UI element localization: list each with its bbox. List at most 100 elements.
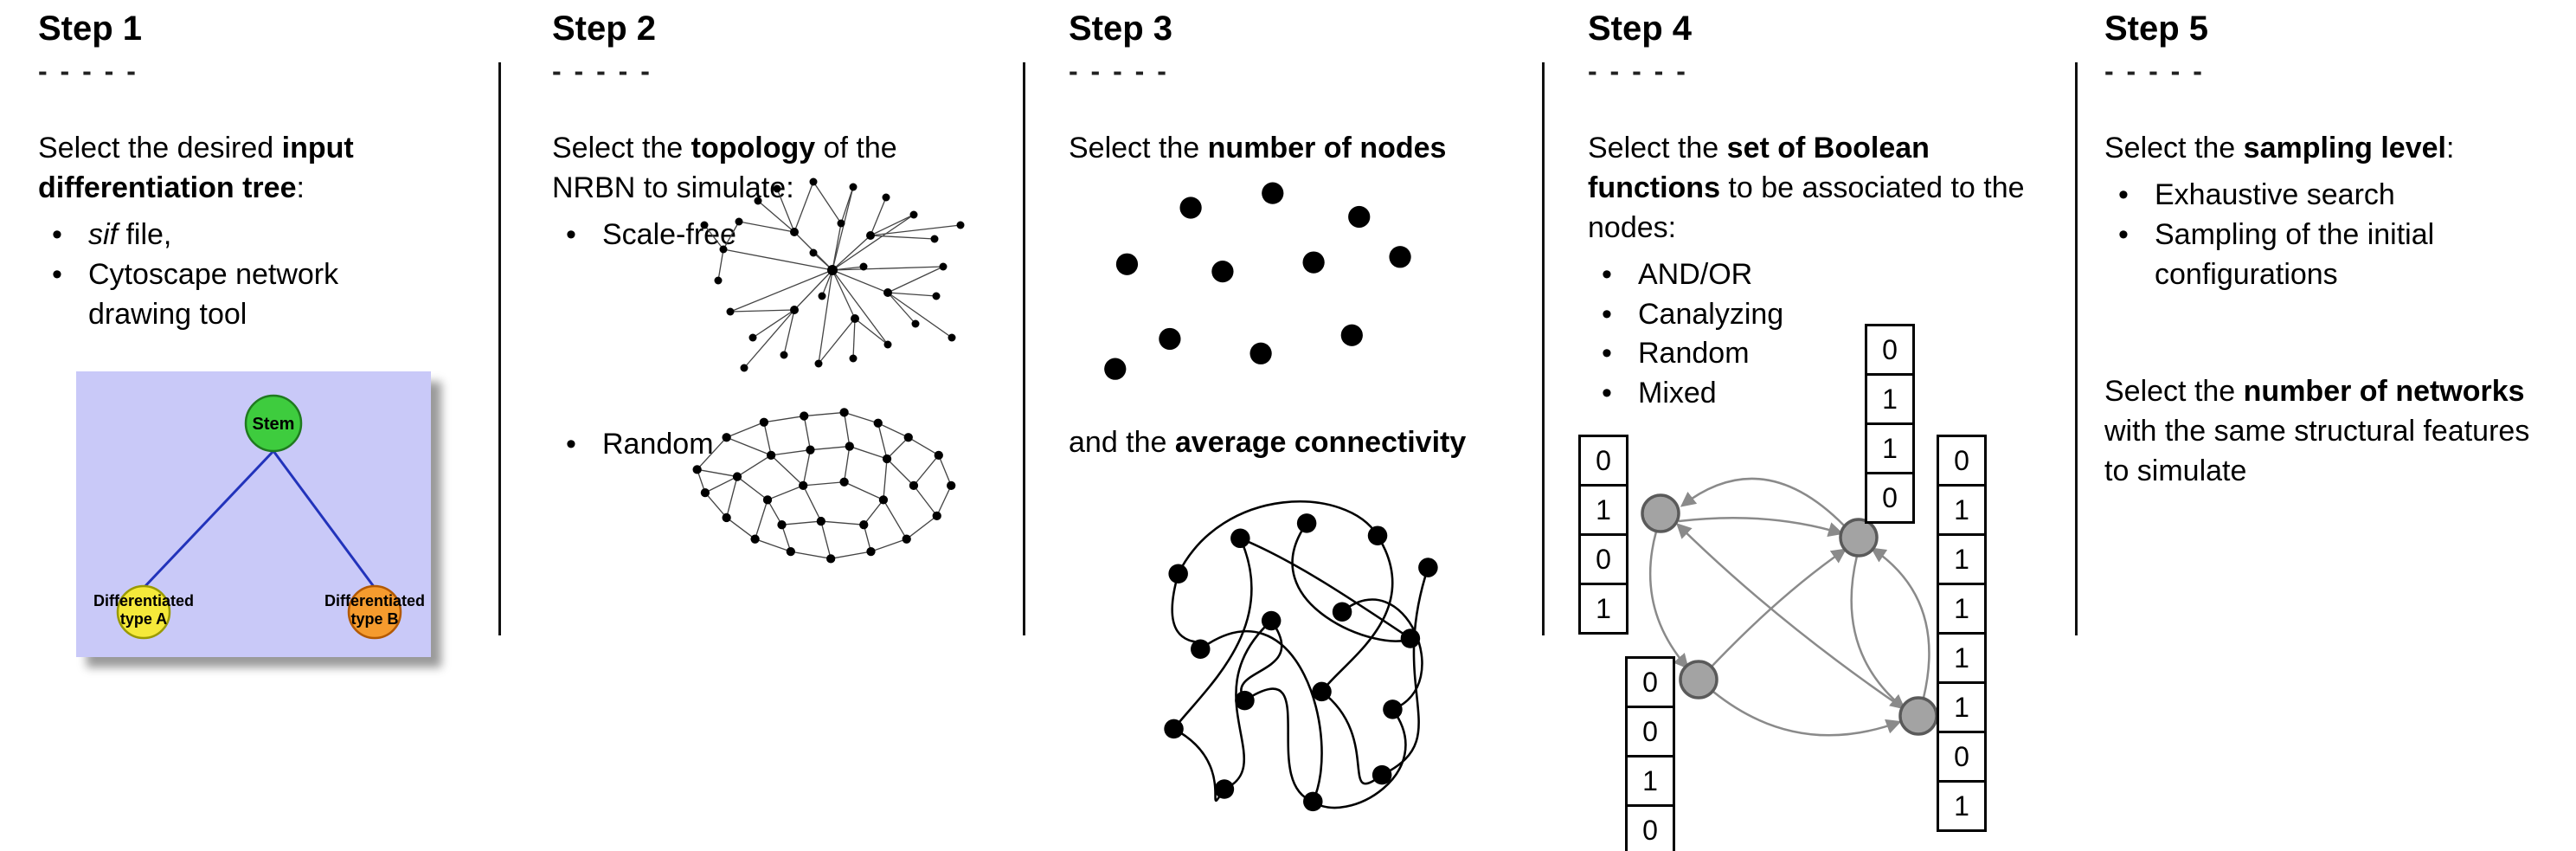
truth-table-cell: 0: [1625, 656, 1675, 708]
step2-intro-post: of the NRBN to simulate:: [552, 132, 897, 204]
bullet-and-or: AND/OR: [1588, 255, 2033, 295]
truth-table-bottom: 0 0 1 0: [1625, 656, 1675, 851]
connectivity-svg: [1164, 500, 1438, 812]
bullet-exhaustive-search: Exhaustive search: [2104, 176, 2537, 216]
step3-mid-bold: average connectivity: [1174, 426, 1467, 459]
bullet-random: Random: [552, 425, 985, 465]
scale-free-network-figure: [692, 173, 969, 385]
step1-intro-pre: Select the desired: [38, 132, 282, 164]
differentiation-tree-svg: Stem Differentiated type A Differentiate…: [76, 371, 431, 657]
node-cloud-dots: [1104, 182, 1411, 380]
tree-labels: Stem Differentiated type A Differentiate…: [93, 415, 425, 628]
step5-para2-pre: Select the: [2104, 375, 2244, 408]
type-a-label-line2: type A: [120, 610, 167, 628]
type-b-label-line1: Differentiated: [324, 592, 425, 609]
bullet-random-functions: Random: [1588, 334, 2033, 374]
column-divider-4: [2075, 62, 2078, 635]
differentiation-tree-figure: Stem Differentiated type A Differentiate…: [76, 371, 431, 657]
differentiated-type-b-node: [347, 584, 402, 640]
bullet-scale-free: Scale-free: [552, 216, 985, 255]
truth-table-cell: 0: [1578, 533, 1628, 585]
step5-intro-bold: sampling level: [2243, 132, 2446, 164]
connectivity-edges: [1171, 500, 1429, 809]
random-network-nodes: [692, 408, 956, 564]
connectivity-figure: [1116, 472, 1488, 844]
boolean-network-figure: 0 1 0 1 0 1 1 0 0 1 1 1 1 1 0 1 0 0 1 0: [1577, 313, 2022, 851]
boolean-network-edges: [1648, 477, 1930, 737]
truth-table-cell: 1: [1578, 583, 1628, 635]
step3-intro: Select the number of nodes: [1069, 129, 1571, 169]
stem-label: Stem: [253, 415, 295, 434]
truth-table-cell: 1: [1578, 484, 1628, 536]
step3-intro-pre: Select the: [1069, 132, 1208, 164]
truth-table-cell: 0: [1625, 706, 1675, 758]
step4-title: Step 4: [1588, 10, 1693, 48]
boolean-node-4: [1898, 696, 1938, 736]
type-b-label-line2: type B: [350, 610, 398, 628]
step3-mid-pre: and the: [1069, 426, 1175, 459]
step5-intro-post: :: [2445, 132, 2455, 164]
step1-title: Step 1: [38, 10, 143, 48]
truth-table-cell: 1: [1625, 755, 1675, 807]
connectivity-nodes: [1164, 513, 1438, 812]
step4-dashes: - - - - -: [1588, 55, 1688, 87]
truth-table-right: 0 1 1 1 1 1 0 1: [1937, 435, 1987, 832]
column-divider-3: [1542, 62, 1545, 635]
bullet-mixed: Mixed: [1588, 374, 2033, 414]
step1-dashes: - - - - -: [38, 55, 138, 87]
scale-free-network-svg: [700, 177, 965, 372]
truth-table-cell: 0: [1865, 324, 1915, 376]
step5-intro: Select the sampling level:: [2104, 129, 2537, 169]
truth-table-cell: 0: [1937, 435, 1987, 487]
step1-intro-bold: input differentiation tree: [38, 132, 354, 204]
bullet-sif-file: sif file,: [38, 216, 410, 255]
sif-rest: file,: [118, 217, 172, 251]
truth-table-cell: 1: [1937, 583, 1987, 635]
node-cloud-figure: [1086, 173, 1432, 401]
truth-table-cell: 1: [1937, 681, 1987, 733]
tree-edges: [142, 449, 376, 590]
step2-column: Step 2 - - - - - Select the topology of …: [552, 9, 985, 465]
truth-table-cell: 1: [1865, 373, 1915, 425]
stem-node: [244, 394, 303, 453]
node-cloud-svg: [1104, 182, 1411, 380]
step5-bullet-list: Exhaustive search Sampling of the initia…: [2104, 176, 2537, 295]
random-network-figure: [684, 400, 969, 578]
step5-column: Step 5 - - - - - Select the sampling lev…: [2104, 9, 2537, 487]
column-divider-2: [1023, 62, 1025, 635]
truth-table-cell: 1: [1937, 533, 1987, 585]
step2-dashes: - - - - -: [552, 55, 652, 87]
boolean-node-1: [1641, 493, 1680, 533]
column-divider-1: [498, 62, 501, 635]
step4-intro: Select the set of Boolean functions to b…: [1588, 129, 2033, 248]
boolean-network-nodes: [1641, 493, 1938, 736]
truth-table-cell: 1: [1937, 780, 1987, 832]
step4-bullet-list: AND/OR Canalyzing Random Mixed: [1588, 255, 2033, 415]
step5-para2-bold: number of networks: [2243, 375, 2525, 408]
step5-para2-post: with the same structural features to sim…: [2104, 414, 2530, 487]
scale-free-nodes: [700, 177, 965, 372]
step3-title: Step 3: [1069, 10, 1173, 48]
step1-bullet-list: sif file, Cytoscape network drawing tool: [38, 216, 410, 335]
step5-intro-pre: Select the: [2104, 132, 2244, 164]
bullet-cytoscape: Cytoscape network drawing tool: [38, 255, 410, 335]
truth-table-left: 0 1 0 1: [1578, 435, 1628, 635]
step1-intro: Select the desired input differentiation…: [38, 129, 410, 209]
step5-title: Step 5: [2104, 10, 2209, 48]
step5-dashes: - - - - -: [2104, 55, 2205, 87]
step4-column: Step 4 - - - - - Select the set of Boole…: [1588, 9, 2033, 414]
truth-table-cell: 1: [1937, 632, 1987, 684]
step4-intro-bold: set of Boolean functions: [1588, 132, 1930, 204]
step1-intro-post: :: [296, 171, 305, 204]
step2-intro-bold: topology: [691, 132, 816, 164]
truth-table-cell: 0: [1578, 435, 1628, 487]
type-a-label-line1: Differentiated: [93, 592, 194, 609]
sif-italic: sif: [88, 217, 118, 251]
truth-table-cell: 1: [1937, 484, 1987, 536]
step1-column: Step 1 - - - - - Select the desired inpu…: [38, 9, 410, 334]
step4-intro-pre: Select the: [1588, 132, 1727, 164]
step3-mid-text: and the average connectivity: [1069, 426, 1466, 460]
bullet-canalyzing: Canalyzing: [1588, 295, 2033, 335]
step2-title: Step 2: [552, 10, 657, 48]
boolean-node-3: [1679, 660, 1718, 699]
